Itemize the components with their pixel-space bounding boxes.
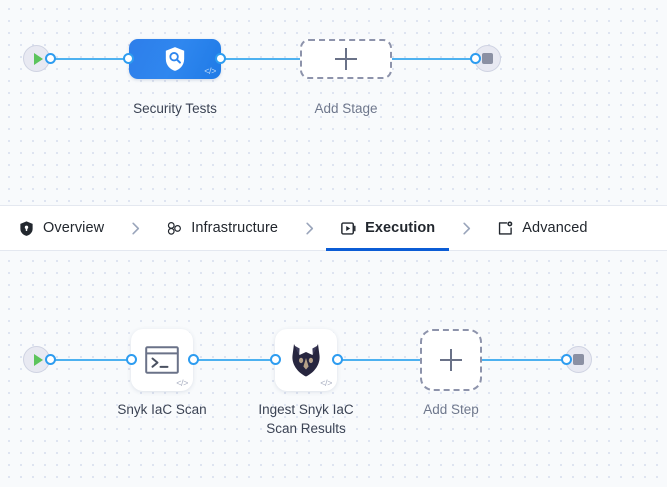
code-badge: </> xyxy=(204,66,216,76)
pipeline-start-node[interactable] xyxy=(23,45,50,72)
stage-pipeline-row: </> Security Tests Add Stage xyxy=(0,20,667,150)
play-icon xyxy=(33,52,43,65)
port-end-in[interactable] xyxy=(470,53,481,64)
code-badge: </> xyxy=(176,378,188,388)
port-snyk-scan-in[interactable] xyxy=(126,354,137,365)
add-step-label: Add Step xyxy=(423,402,479,417)
stop-icon xyxy=(573,354,584,365)
stage-node-security-tests[interactable]: </> xyxy=(129,39,221,79)
port-ingest-in[interactable] xyxy=(270,354,281,365)
plus-icon xyxy=(335,48,357,70)
stop-icon xyxy=(482,53,493,64)
terminal-icon xyxy=(145,346,179,374)
chevron-right-icon xyxy=(305,222,313,234)
plus-icon xyxy=(440,349,462,371)
stage-label-security-tests: Security Tests xyxy=(133,101,217,116)
wire-snyk-scan-to-ingest xyxy=(192,359,280,361)
port-snyk-scan-out[interactable] xyxy=(188,354,199,365)
tab-label-advanced: Advanced xyxy=(522,220,588,236)
wire-start-to-security-tests xyxy=(50,58,136,60)
tab-separator-2 xyxy=(282,221,336,236)
tab-infrastructure[interactable]: Infrastructure xyxy=(162,206,282,251)
wire-ingest-to-add-step xyxy=(336,359,422,361)
wire-add-step-to-end xyxy=(481,359,567,361)
chevron-right-icon xyxy=(132,222,139,234)
chevron-right-icon xyxy=(463,222,470,234)
tab-label-overview: Overview xyxy=(43,220,105,236)
port-exec-start-out[interactable] xyxy=(45,354,56,365)
tab-separator-3 xyxy=(439,221,493,236)
shield-icon xyxy=(20,220,33,236)
port-start-out[interactable] xyxy=(45,53,56,64)
tab-separator-1 xyxy=(108,221,162,236)
port-ingest-out[interactable] xyxy=(332,354,343,365)
play-icon xyxy=(33,353,43,366)
port-security-tests-in[interactable] xyxy=(123,53,134,64)
tab-overview[interactable]: Overview xyxy=(14,206,108,251)
pipeline-tabbar: Overview Infrastructure xyxy=(0,205,667,251)
wire-add-stage-to-end xyxy=(390,58,476,60)
code-badge: </> xyxy=(320,378,332,388)
add-step-button[interactable] xyxy=(420,329,482,391)
nodes-icon xyxy=(168,221,182,235)
snyk-dog-icon xyxy=(292,344,320,377)
step-label-ingest-snyk-scan: Ingest Snyk IaC Scan Results xyxy=(258,402,354,436)
tab-label-execution: Execution xyxy=(365,220,436,236)
port-security-tests-out[interactable] xyxy=(215,53,226,64)
add-stage-label: Add Stage xyxy=(314,101,378,116)
play-box-icon xyxy=(341,221,356,235)
tab-execution[interactable]: Execution xyxy=(326,206,450,251)
tab-label-infrastructure: Infrastructure xyxy=(191,220,279,236)
tab-advanced[interactable]: Advanced xyxy=(493,206,591,251)
wire-security-tests-to-add-stage xyxy=(216,58,302,60)
port-exec-end-in[interactable] xyxy=(561,354,572,365)
step-label-snyk-iac-scan: Snyk IaC Scan xyxy=(117,402,207,417)
step-node-snyk-iac-scan[interactable]: </> xyxy=(131,329,193,391)
card-gear-icon xyxy=(499,220,513,235)
step-pipeline-row: </> Snyk IaC Scan </> Ingest Snyk IaC Sc… xyxy=(0,318,667,478)
add-stage-button[interactable] xyxy=(300,39,392,79)
shield-search-icon xyxy=(165,47,185,71)
wire-start-to-snyk-scan xyxy=(50,359,135,361)
step-node-ingest-snyk-scan[interactable]: </> xyxy=(275,329,337,391)
